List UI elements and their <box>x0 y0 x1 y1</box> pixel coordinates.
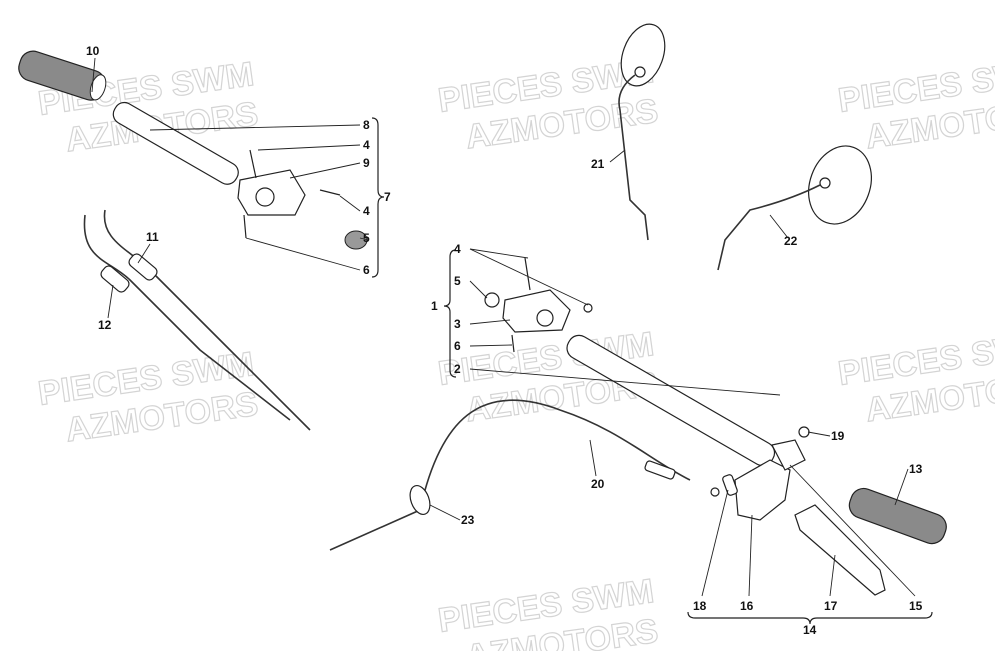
clutch-cable <box>329 399 720 551</box>
callout-label-17: 17 <box>824 599 838 613</box>
callout-label-5: 5 <box>363 231 370 245</box>
callout-label-18: 18 <box>693 599 707 613</box>
callout-label-7: 7 <box>384 190 391 204</box>
callout-label-4: 4 <box>363 204 370 218</box>
brace-group-7 <box>371 117 385 278</box>
callout-label-12: 12 <box>98 318 112 332</box>
callout-label-23: 23 <box>461 513 475 527</box>
callout-label-6: 6 <box>454 339 461 353</box>
callout-label-15: 15 <box>909 599 923 613</box>
callout-label-9: 9 <box>363 156 370 170</box>
brace-group-1 <box>443 249 457 378</box>
callout-label-4: 4 <box>454 242 461 256</box>
callout-label-22: 22 <box>784 234 798 248</box>
callout-label-16: 16 <box>740 599 754 613</box>
callout-label-10: 10 <box>86 44 100 58</box>
right-handlebar-tube <box>566 334 776 467</box>
callout-label-19: 19 <box>831 429 845 443</box>
callout-label-1: 1 <box>431 299 438 313</box>
left-grip <box>18 50 107 101</box>
callout-label-5: 5 <box>454 274 461 288</box>
callout-label-20: 20 <box>591 477 605 491</box>
throttle-cables <box>83 209 311 431</box>
callout-label-8: 8 <box>363 118 370 132</box>
callout-label-4: 4 <box>363 138 370 152</box>
right-switch-housing <box>484 257 593 353</box>
right-grip <box>848 487 947 545</box>
left-switch-housing <box>237 149 368 250</box>
callout-label-6: 6 <box>363 263 370 277</box>
callout-label-3: 3 <box>454 317 461 331</box>
left-handlebar-tube <box>112 101 239 185</box>
callout-label-13: 13 <box>909 462 923 476</box>
callout-label-2: 2 <box>454 362 461 376</box>
right-mirror <box>717 145 872 271</box>
callout-label-11: 11 <box>146 230 159 244</box>
leader-lines <box>91 57 916 597</box>
callout-label-14: 14 <box>803 623 817 637</box>
brace-group-14 <box>687 611 933 625</box>
left-mirror <box>618 23 666 241</box>
clutch-lever-assembly <box>722 426 886 596</box>
callout-label-21: 21 <box>591 157 605 171</box>
